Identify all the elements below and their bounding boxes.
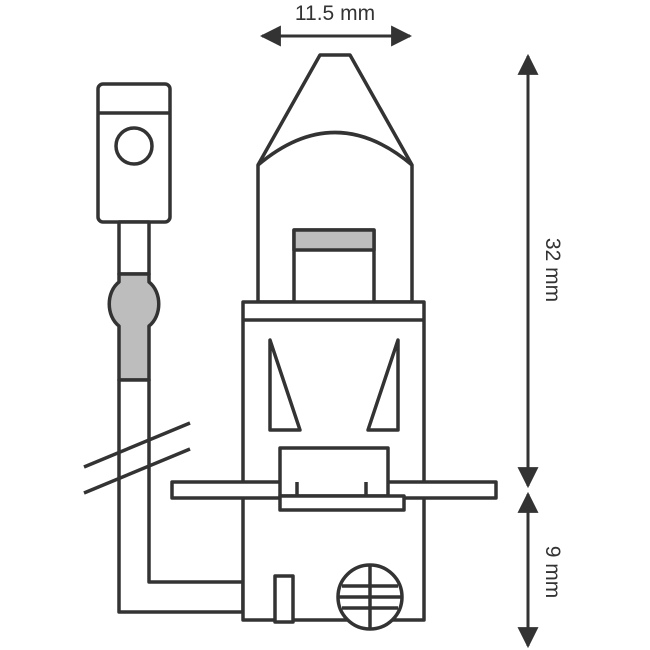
height-dimension-label: 32 mm <box>541 238 564 302</box>
wire-assembly <box>83 82 245 614</box>
width-dimension: 11.5 mm <box>259 2 413 47</box>
wire-break-line-2 <box>83 447 191 495</box>
height-dimension: 32 mm <box>517 53 564 489</box>
base-dimension: 9 mm <box>517 491 564 649</box>
wire-break-line-1 <box>83 421 191 469</box>
connector-plug-hole <box>114 126 154 166</box>
wire-crimp-sleeve <box>107 272 161 382</box>
flange-lower-step <box>278 494 406 512</box>
bulb-assembly <box>170 53 498 631</box>
filament-shield-cap <box>292 228 376 252</box>
base-triangle-left <box>268 338 302 432</box>
width-dimension-label: 11.5 mm <box>295 2 375 25</box>
wire-upper <box>117 220 151 276</box>
contact-slot <box>273 574 295 624</box>
bulb-glass-shoulder <box>256 130 414 167</box>
base-dimension-label: 9 mm <box>541 546 564 599</box>
base-triangle-right <box>366 338 400 432</box>
